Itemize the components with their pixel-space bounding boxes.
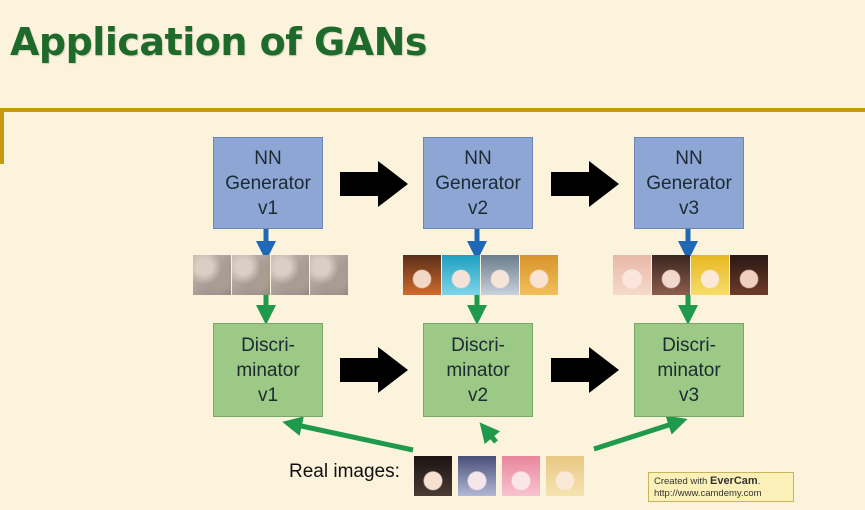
real-to-disc2-arrow xyxy=(479,422,501,445)
gen2-to-gen3-arrow xyxy=(551,161,619,207)
generated-image xyxy=(481,255,519,295)
title-divider xyxy=(0,108,865,112)
generated-image xyxy=(730,255,768,295)
discriminator-v3-line1: Discri- xyxy=(662,334,716,356)
real-images xyxy=(414,456,590,496)
generator-v3-line3: v3 xyxy=(678,197,700,219)
generated-image xyxy=(271,255,309,295)
generator-v2-line3: v2 xyxy=(467,197,489,219)
generator-v1-line1: NN xyxy=(254,147,282,169)
real-image xyxy=(502,456,540,496)
generator-v2-line2: Generator xyxy=(435,172,521,194)
slide-title: Application of GANs xyxy=(10,20,428,64)
generated-image xyxy=(232,255,270,295)
generator-v3-samples xyxy=(613,255,769,295)
discriminator-v1-line3: v1 xyxy=(257,384,279,406)
disc2-to-disc3-arrow xyxy=(551,347,619,393)
generated-image xyxy=(520,255,558,295)
generated-image xyxy=(193,255,231,295)
real-images-label: Real images: xyxy=(289,461,400,482)
discriminator-v3-line3: v3 xyxy=(678,384,700,406)
discriminator-v2-line2: minator xyxy=(446,359,510,381)
generated-image xyxy=(613,255,651,295)
discriminator-v1-line2: minator xyxy=(236,359,300,381)
discriminator-v2-line1: Discri- xyxy=(451,334,505,356)
generator-v3-line1: NN xyxy=(675,147,703,169)
discriminator-v2-line3: v2 xyxy=(467,384,489,406)
generator-v1-box: NN Generator v1 xyxy=(213,137,323,229)
real-to-disc1-arrow xyxy=(282,416,414,453)
generator-v1-line2: Generator xyxy=(225,172,311,194)
generated-image xyxy=(691,255,729,295)
watermark-url: http://www.camdemy.com xyxy=(654,488,762,499)
generated-image xyxy=(652,255,690,295)
disc1-to-disc2-arrow xyxy=(340,347,408,393)
evercam-watermark: Created with EverCam. http://www.camdemy… xyxy=(648,472,794,502)
real-image xyxy=(414,456,452,496)
real-image xyxy=(458,456,496,496)
discriminator-v1-line1: Discri- xyxy=(241,334,295,356)
generator-v2-samples xyxy=(403,255,559,295)
watermark-line1: Created with EverCam. xyxy=(654,475,788,488)
discriminator-v3-box: Discri- minator v3 xyxy=(634,323,744,417)
generator-v1-line3: v1 xyxy=(257,197,279,219)
watermark-prefix: Created with xyxy=(654,476,708,487)
watermark-brand: EverCam xyxy=(709,475,758,487)
watermark-suffix: . xyxy=(757,476,761,487)
discriminator-v3-line2: minator xyxy=(657,359,721,381)
gen1-to-gen2-arrow xyxy=(340,161,408,207)
generated-image xyxy=(403,255,441,295)
generator-v3-line2: Generator xyxy=(646,172,732,194)
real-to-disc3-arrow xyxy=(593,415,688,452)
generator-v2-line1: NN xyxy=(464,147,492,169)
generator-v1-samples xyxy=(193,255,349,295)
title-divider-accent xyxy=(0,108,4,164)
discriminator-v1-box: Discri- minator v1 xyxy=(213,323,323,417)
discriminator-v2-box: Discri- minator v2 xyxy=(423,323,533,417)
generator-v2-box: NN Generator v2 xyxy=(423,137,533,229)
real-image xyxy=(546,456,584,496)
generated-image xyxy=(442,255,480,295)
generator-v3-box: NN Generator v3 xyxy=(634,137,744,229)
generated-image xyxy=(310,255,348,295)
